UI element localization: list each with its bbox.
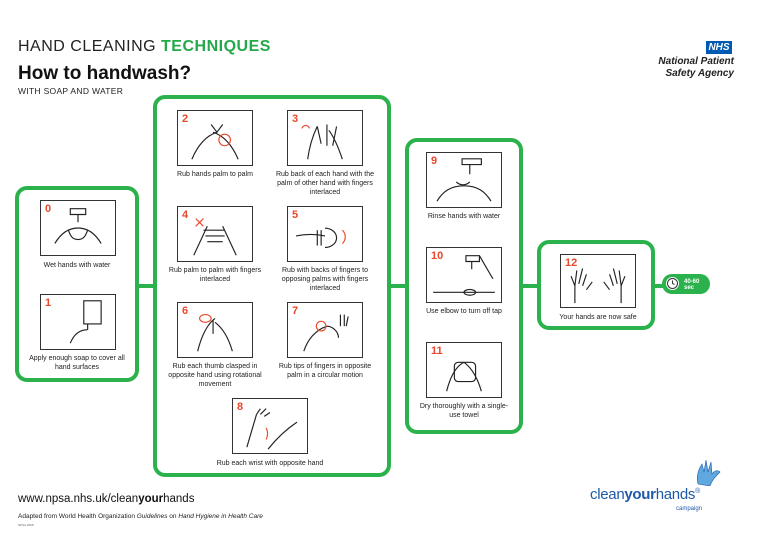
step-number: 5 (292, 209, 299, 221)
step-8-illustration: 8 (232, 398, 308, 454)
rinse-tap-icon (436, 158, 492, 202)
page-subhead: WITH SOAP AND WATER (18, 86, 124, 96)
step-4-caption: Rub palm to palm with fingers interlaced (168, 267, 262, 283)
back-of-hand-icon (301, 124, 343, 160)
step-3-illustration: 3 (287, 110, 363, 166)
attribution-part: Adapted from World Health Organization (18, 513, 137, 520)
fingertips-palm-icon (303, 314, 349, 352)
attribution-part: Hand Hygiene in Health Care (178, 513, 263, 520)
wrist-rub-icon (246, 408, 298, 450)
step-3-caption: Rub back of each hand with the palm of o… (275, 171, 375, 196)
agency-name-line2: Safety Agency (665, 68, 734, 79)
url-part: your (138, 493, 164, 505)
clock-icon (666, 277, 679, 290)
step-1-illustration: 1 (40, 294, 116, 350)
step-6-illustration: 6 (177, 302, 253, 358)
palm-to-palm-icon (191, 124, 239, 160)
step-0-caption: Wet hands with water (43, 262, 111, 269)
step-5-illustration: 5 (287, 206, 363, 262)
campaign-label: campaign (676, 506, 703, 512)
step-1-caption: Apply enough soap to cover all hand surf… (29, 355, 125, 371)
nhs-logo: NHS (706, 41, 732, 54)
step-6-caption: Rub each thumb clasped in opposite hand … (168, 363, 262, 388)
step-7-illustration: 7 (287, 302, 363, 358)
step-number: 11 (431, 345, 443, 357)
step-number: 9 (431, 155, 438, 167)
step-number: 6 (182, 305, 189, 317)
step-9-caption: Rinse hands with water (427, 213, 501, 220)
attribution-part: Guidelines (136, 513, 168, 520)
step-number: 4 (182, 209, 189, 221)
step-10-illustration: 10 (426, 247, 502, 303)
clean-hands-icon (570, 268, 626, 304)
waving-hands-icon (692, 456, 722, 487)
url-part: hands (163, 493, 195, 505)
step-2-illustration: 2 (177, 110, 253, 166)
duration-badge: 40-60 sec (662, 274, 710, 294)
step-12-illustration: 12 (560, 254, 636, 308)
step-11-caption: Dry thoroughly with a single-use towel (419, 403, 509, 419)
step-10-caption: Use elbow to turn off tap (426, 308, 502, 315)
connector-line (136, 284, 156, 288)
duration-label: 40-60 sec (684, 279, 700, 291)
step-number: 3 (292, 113, 299, 125)
step-8-caption: Rub each wrist with opposite hand (216, 460, 324, 467)
backs-of-fingers-icon (295, 227, 346, 249)
step-2-caption: Rub hands palm to palm (177, 171, 253, 178)
step-0-illustration: 0 (40, 200, 116, 256)
step-7-caption: Rub tips of fingers in opposite palm in … (278, 363, 372, 379)
step-number: 12 (565, 257, 578, 269)
title-highlight: TECHNIQUES (161, 38, 271, 55)
towel-dry-icon (446, 361, 482, 392)
page-subtitle: How to handwash? (18, 63, 192, 84)
step-5-caption: Rub with backs of fingers to opposing pa… (281, 267, 369, 292)
step-4-illustration: 4 (177, 206, 253, 262)
footer-url[interactable]: www.npsa.nhs.uk/cleanyourhands (18, 493, 194, 505)
step-number: 10 (431, 250, 444, 262)
registered-mark: ® (695, 488, 700, 495)
url-part: www.npsa.nhs.uk/clean (18, 493, 139, 505)
step-number: 0 (45, 203, 52, 215)
logo-part: your (624, 486, 656, 503)
step-number: 8 (237, 401, 244, 413)
step-11-illustration: 11 (426, 342, 502, 398)
fingers-interlaced-icon (193, 218, 237, 256)
logo-part: hands (655, 486, 696, 503)
connector-line (520, 284, 540, 288)
step-number: 7 (292, 305, 299, 317)
logo-part: clean (590, 486, 625, 503)
elbow-tap-icon (433, 255, 495, 296)
step-number: 2 (182, 113, 189, 125)
soap-dispenser-icon (69, 300, 102, 344)
agency-name-line1: National Patient (658, 56, 734, 67)
step-number: 1 (45, 297, 52, 309)
connector-line (652, 284, 664, 288)
step-12-caption: Your hands are now safe (559, 314, 637, 321)
step-9-illustration: 9 (426, 152, 502, 208)
poster-title: HAND CLEANING TECHNIQUES (18, 38, 271, 56)
title-part: HAND CLEANING (18, 38, 162, 55)
attribution-part: on (167, 513, 179, 520)
footer-attribution: Adapted from World Health Organization G… (18, 513, 263, 520)
tap-hands-icon (54, 208, 102, 244)
cleanyourhands-logo: cleanyourhands® (590, 486, 700, 503)
footer-reference: NPSA 2008 (18, 523, 34, 527)
connector-line (388, 284, 408, 288)
thumb-rotation-icon (197, 313, 233, 352)
